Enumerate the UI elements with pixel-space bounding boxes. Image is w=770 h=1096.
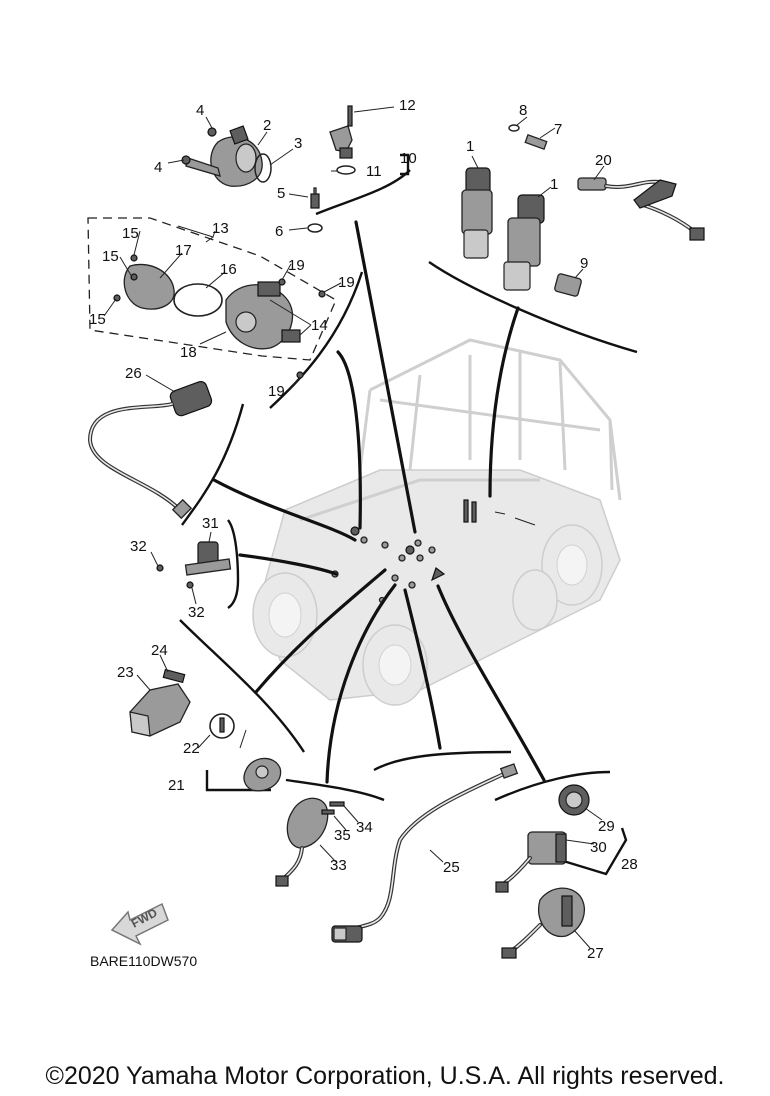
part-label-35: 35: [334, 827, 351, 844]
part-2-sensor: [181, 125, 272, 187]
part-label-26: 26: [125, 365, 142, 382]
group-brackets: [179, 153, 638, 876]
part-label-28: 28: [621, 856, 638, 873]
part-13-throttle-assembly: [113, 254, 326, 379]
diagram-code: BARE110DW570: [90, 953, 197, 969]
part-label-32: 32: [130, 538, 147, 555]
part-label-19: 19: [268, 383, 285, 400]
part-31-relay: [156, 541, 232, 589]
part-26-sensor-harness: [87, 381, 213, 520]
part-label-12: 12: [399, 97, 416, 114]
part-label-22: 22: [183, 740, 200, 757]
part-label-18: 18: [180, 344, 197, 361]
part-9-sensor: [554, 273, 582, 297]
part-27-regulator: [501, 887, 585, 959]
part-label-10: 10: [400, 150, 417, 167]
part-label-6: 6: [275, 223, 283, 240]
part-label-2: 2: [263, 117, 271, 134]
part-label-8: 8: [519, 102, 527, 119]
part-label-3: 3: [294, 135, 302, 152]
fwd-arrow-icon: FWD: [110, 902, 169, 946]
part-label-9: 9: [580, 255, 588, 272]
part-5-6-sensor: [307, 187, 323, 233]
part-label-21: 21: [168, 777, 185, 794]
part-label-24: 24: [151, 642, 168, 659]
part-label-7: 7: [554, 121, 562, 138]
part-label-15: 15: [102, 248, 119, 265]
part-7-8-sensor: [508, 124, 548, 151]
part-label-5: 5: [277, 185, 285, 202]
part-25-lead-wire: [331, 763, 519, 943]
part-label-32: 32: [188, 604, 205, 621]
part-label-34: 34: [356, 819, 373, 836]
part-label-1: 1: [550, 176, 558, 193]
part-label-30: 30: [590, 839, 607, 856]
copyright-notice: ©2020 Yamaha Motor Corporation, U.S.A. A…: [45, 1062, 725, 1090]
part-label-16: 16: [220, 261, 237, 278]
part-label-33: 33: [330, 857, 347, 874]
part-label-11: 11: [366, 163, 382, 180]
vehicle-silhouette: [252, 338, 622, 706]
part-label-15: 15: [89, 311, 106, 328]
part-20-o2-sensor: [577, 177, 705, 241]
part-label-19: 19: [338, 274, 355, 291]
parts-diagram: 1 1 2 3 4 4 5 6 7 8 9 10 11 12 13 14 15 …: [87, 97, 705, 969]
part-label-20: 20: [595, 152, 612, 169]
part-label-17: 17: [175, 242, 192, 259]
callout-lines: [212, 220, 546, 784]
part-23-switch: [129, 668, 191, 737]
dashed-group-outline: [87, 217, 337, 361]
part-1-ignition-coils: [461, 167, 545, 291]
part-label-15: 15: [122, 225, 139, 242]
part-label-13: 13: [212, 220, 229, 237]
part-10-12-sensor: [329, 105, 356, 175]
label-leaders: [103, 106, 605, 949]
part-label-1: 1: [466, 138, 474, 155]
part-33-horn: [275, 797, 345, 887]
part-number-labels: 1 1 2 3 4 4 5 6 7 8 9 10 11 12 13 14 15 …: [89, 97, 638, 962]
part-28-rectifier: [495, 784, 590, 893]
part-label-31: 31: [202, 515, 219, 532]
part-label-25: 25: [443, 859, 460, 876]
part-label-23: 23: [117, 664, 134, 681]
part-label-29: 29: [598, 818, 615, 835]
part-label-4: 4: [196, 102, 204, 119]
part-21-key-switch: [209, 713, 282, 792]
part-label-4: 4: [154, 159, 162, 176]
part-label-19: 19: [288, 257, 305, 274]
part-label-27: 27: [587, 945, 604, 962]
part-label-14: 14: [311, 317, 328, 334]
